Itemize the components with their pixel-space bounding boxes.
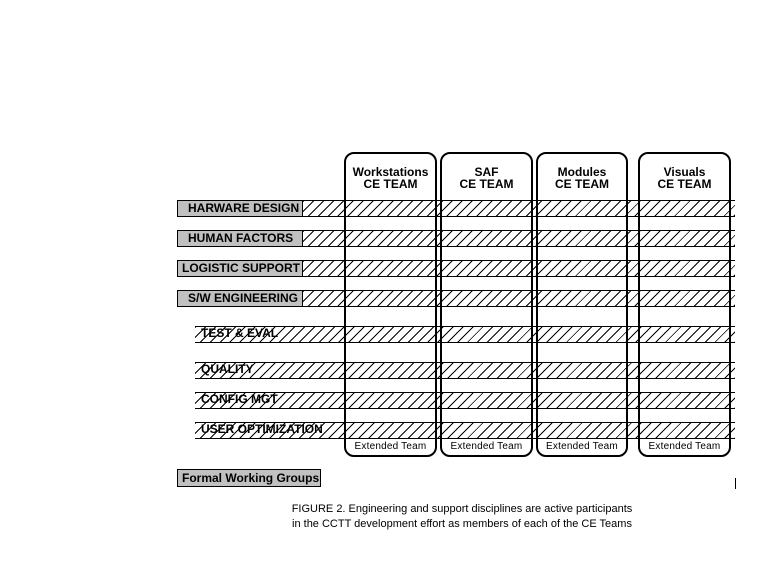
team-header: Modules CE TEAM bbox=[538, 166, 626, 190]
team-name: SAF bbox=[474, 165, 499, 179]
team-column-modules: Modules CE TEAM Extended Team bbox=[536, 152, 628, 457]
team-header: Workstations CE TEAM bbox=[346, 166, 435, 190]
caption-line-1: FIGURE 2. Engineering and support discip… bbox=[291, 503, 633, 515]
discipline-band-test-eval bbox=[195, 326, 735, 343]
team-header: SAF CE TEAM bbox=[442, 166, 531, 190]
discipline-band-config-mgt bbox=[195, 392, 735, 409]
figure-caption: FIGURE 2. Engineering and support discip… bbox=[262, 502, 662, 532]
team-subtitle: CE TEAM bbox=[555, 177, 609, 191]
team-name: Modules bbox=[557, 165, 607, 179]
team-subtitle: CE TEAM bbox=[657, 177, 712, 191]
team-name: Visuals bbox=[663, 165, 706, 179]
caption-line-2: in the CCTT development effort as member… bbox=[292, 518, 632, 530]
formal-working-groups-label: Formal Working Groups bbox=[177, 469, 321, 487]
team-column-saf: SAF CE TEAM Extended Team bbox=[440, 152, 533, 457]
team-column-workstations: Workstations CE TEAM Extended Team bbox=[344, 152, 437, 457]
discipline-hardware-design: HARWARE DESIGN bbox=[177, 200, 303, 217]
discipline-quality: QUALITY bbox=[201, 362, 254, 376]
discipline-logistic-support: LOGISTIC SUPPORT bbox=[177, 260, 303, 277]
tick-mark bbox=[735, 478, 736, 489]
team-name: Workstations bbox=[352, 165, 429, 179]
discipline-user-optimization: USER OPTIMIZATION bbox=[201, 422, 323, 436]
discipline-config-mgt: CONFIG MGT bbox=[201, 392, 278, 406]
extended-team-label: Extended Team bbox=[442, 438, 531, 455]
extended-team-label: Extended Team bbox=[640, 438, 729, 455]
team-subtitle: CE TEAM bbox=[363, 177, 418, 191]
discipline-test-eval: TEST & EVAL bbox=[201, 326, 279, 340]
team-header: Visuals CE TEAM bbox=[640, 166, 729, 190]
discipline-band-user-optimization bbox=[195, 422, 735, 439]
discipline-human-factors: HUMAN FACTORS bbox=[177, 230, 303, 247]
extended-team-label: Extended Team bbox=[538, 438, 626, 455]
team-subtitle: CE TEAM bbox=[459, 177, 514, 191]
extended-team-label: Extended Team bbox=[346, 438, 435, 455]
discipline-sw-engineering: S/W ENGINEERING bbox=[177, 290, 303, 307]
discipline-band-quality bbox=[195, 362, 735, 379]
team-column-visuals: Visuals CE TEAM Extended Team bbox=[638, 152, 731, 457]
